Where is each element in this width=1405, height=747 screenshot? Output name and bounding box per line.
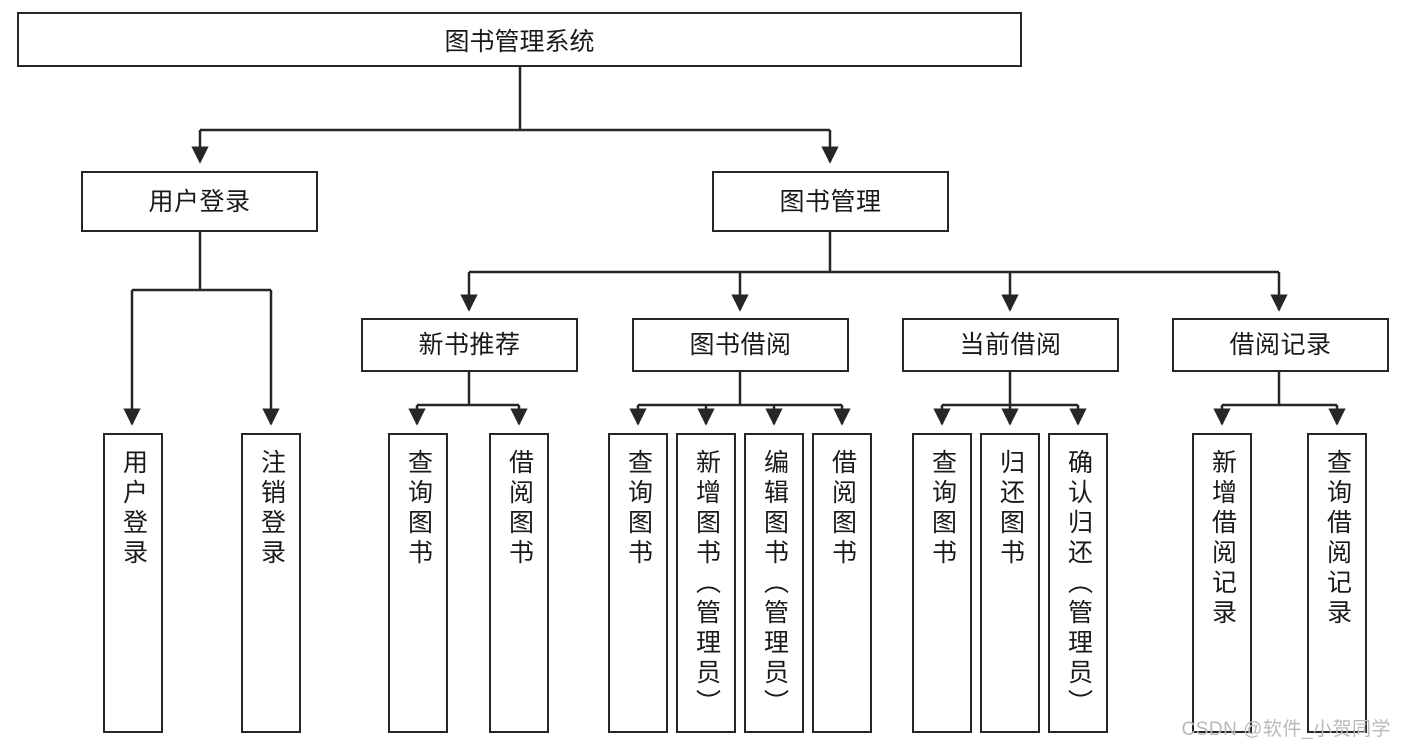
leaf-label: 归还图书 [996, 449, 1025, 569]
leaf-label: 新增借阅记录 [1208, 449, 1237, 629]
leaf-new-book-query[interactable]: 查询图书 [388, 433, 448, 733]
leaf-label: 新增图书（管理员） [692, 449, 721, 719]
leaf-book-borrow-edit[interactable]: 编辑图书（管理员） [744, 433, 804, 733]
node-book-borrow[interactable]: 图书借阅 [632, 318, 849, 372]
leaf-label: 查询图书 [624, 449, 653, 569]
node-new-book-recommend[interactable]: 新书推荐 [361, 318, 578, 372]
leaf-label: 借阅图书 [505, 449, 534, 569]
leaf-current-borrow-query[interactable]: 查询图书 [912, 433, 972, 733]
node-current-borrow[interactable]: 当前借阅 [902, 318, 1119, 372]
node-label: 图书管理 [779, 187, 882, 216]
leaf-book-borrow-borrow[interactable]: 借阅图书 [812, 433, 872, 733]
node-book-management-system[interactable]: 图书管理系统 [17, 12, 1022, 67]
leaf-new-book-borrow[interactable]: 借阅图书 [489, 433, 549, 733]
node-user-login[interactable]: 用户登录 [81, 171, 318, 232]
leaf-borrow-records-query[interactable]: 查询借阅记录 [1307, 433, 1367, 733]
node-label: 当前借阅 [959, 331, 1062, 359]
leaf-borrow-records-add[interactable]: 新增借阅记录 [1192, 433, 1252, 733]
leaf-label: 查询借阅记录 [1323, 449, 1352, 629]
leaf-label: 编辑图书（管理员） [760, 449, 789, 719]
node-label: 新书推荐 [418, 331, 521, 359]
leaf-label: 确认归还（管理员） [1064, 449, 1093, 719]
node-label: 用户登录 [148, 187, 251, 216]
node-label: 借阅记录 [1229, 331, 1332, 359]
leaf-current-borrow-return[interactable]: 归还图书 [980, 433, 1040, 733]
leaf-label: 查询图书 [928, 449, 957, 569]
node-label: 图书借阅 [689, 331, 792, 359]
node-book-management[interactable]: 图书管理 [712, 171, 949, 232]
watermark: CSDN @软件_小贺同学 [1181, 719, 1391, 740]
leaf-book-borrow-query[interactable]: 查询图书 [608, 433, 668, 733]
leaf-label: 注销登录 [257, 449, 286, 569]
leaf-current-borrow-confirm-return[interactable]: 确认归还（管理员） [1048, 433, 1108, 733]
node-label: 图书管理系统 [444, 27, 595, 56]
leaf-book-borrow-add[interactable]: 新增图书（管理员） [676, 433, 736, 733]
leaf-label: 查询图书 [404, 449, 433, 569]
leaf-label: 借阅图书 [828, 449, 857, 569]
node-borrow-records[interactable]: 借阅记录 [1172, 318, 1389, 372]
leaf-user-login-signin[interactable]: 用户登录 [103, 433, 163, 733]
leaf-label: 用户登录 [119, 449, 148, 569]
leaf-user-login-signout[interactable]: 注销登录 [241, 433, 301, 733]
